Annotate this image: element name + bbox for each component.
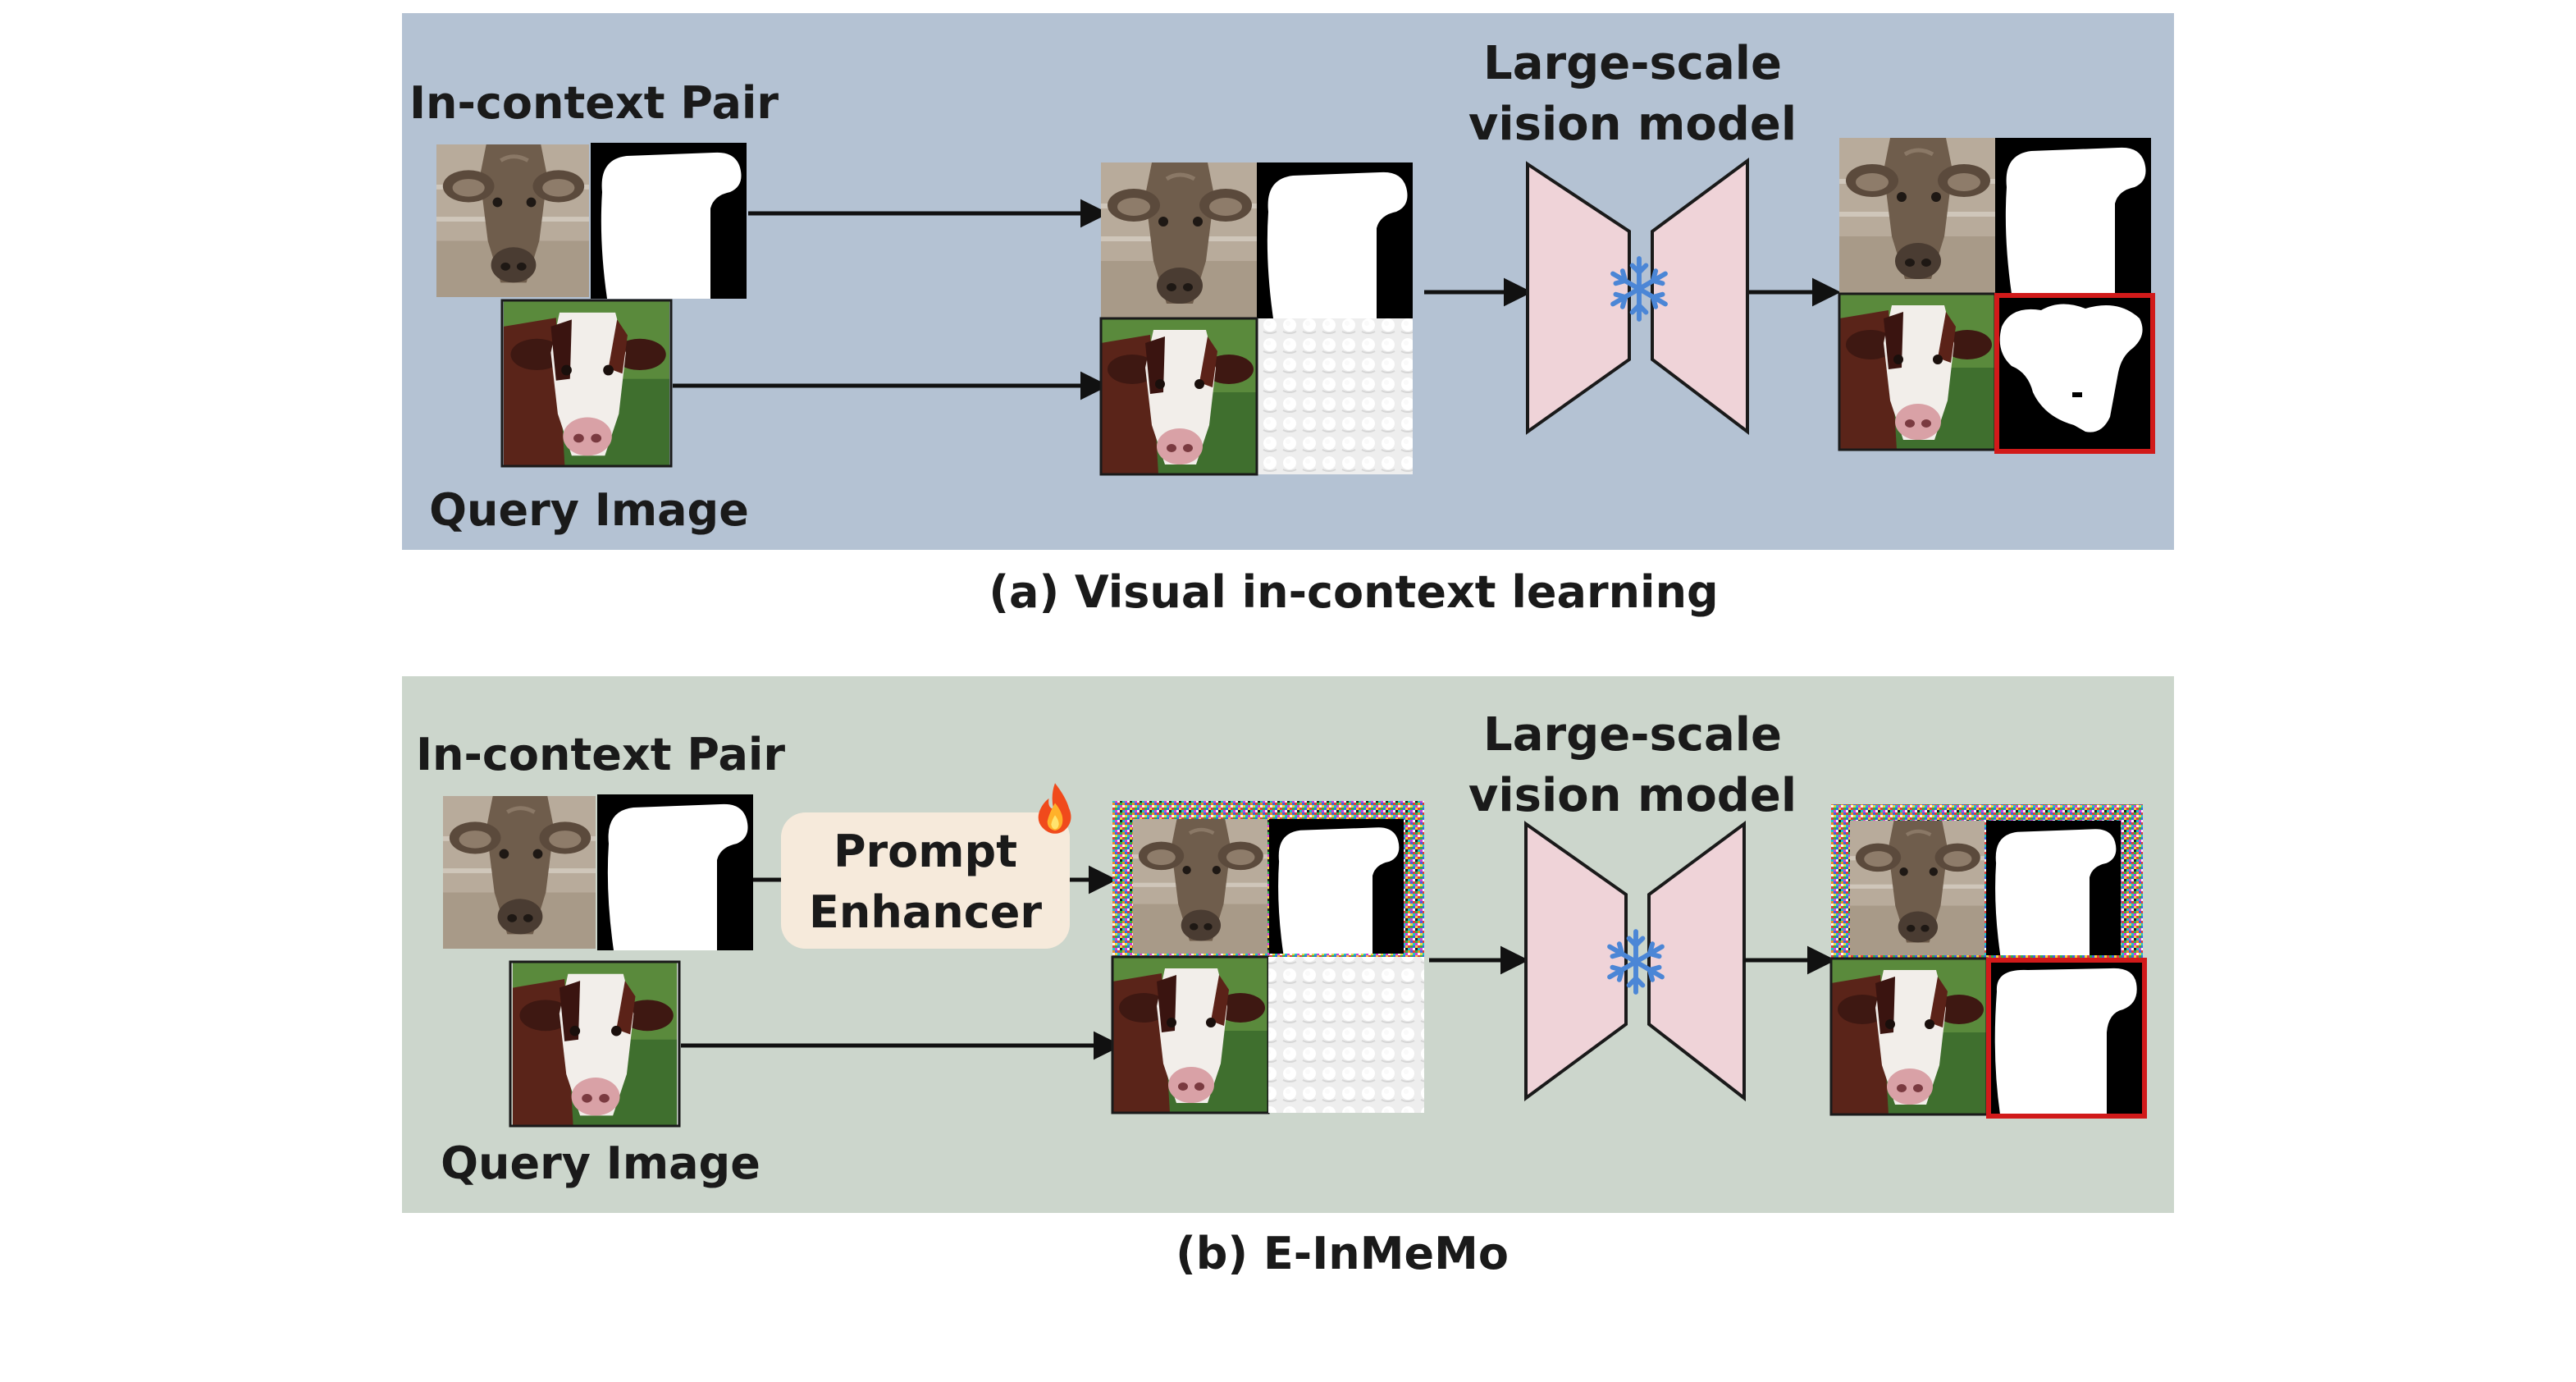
panel-a-grid-query — [1101, 318, 1257, 474]
panel-b-output-cow — [1850, 821, 1985, 955]
panel-a-grid-mask — [1257, 162, 1413, 318]
panel-b-grid-mask — [1269, 819, 1404, 954]
panel-a-in-context-label: In-context Pair — [409, 77, 779, 129]
panel-a-incontext-cow-image — [436, 144, 589, 297]
panel-b-grid-placeholder — [1268, 957, 1424, 1113]
panel-b-query-border — [509, 960, 681, 1128]
panel-a-query-cow-image — [504, 300, 669, 466]
prompt-enhancer-line1: Prompt — [834, 826, 1017, 877]
panel-a-in-context-pair — [436, 143, 747, 299]
panel-b: In-context Pair Prompt Enhancer Query Im… — [402, 676, 2174, 1213]
prompt-enhancer-box — [781, 812, 1070, 949]
panel-b-output-mask — [1986, 821, 2121, 955]
panel-b-query-label: Query Image — [441, 1137, 760, 1189]
panel-b-prediction-highlight — [1986, 958, 2147, 1119]
panel-a-predicted-mask — [1995, 294, 2151, 450]
panel-b-model-label-line1: Large-scale — [1483, 708, 1782, 762]
panel-a-output-mask — [1995, 138, 2151, 294]
prompt-enhancer-line2: Enhancer — [809, 886, 1042, 938]
panel-a-output-query — [1839, 294, 1995, 450]
panel-a-canvas-grid — [1099, 162, 1413, 476]
panel-b-predicted-mask — [1987, 959, 2143, 1114]
panel-b-grid-query — [1112, 957, 1268, 1113]
panel-a-query-border — [500, 299, 673, 468]
panel-b-caption: (b) E-InMeMo — [1176, 1228, 1509, 1279]
panel-a-query-label: Query Image — [429, 484, 749, 536]
panel-b-grid-cow — [1133, 819, 1267, 954]
panel-b-model-label-line2: vision model — [1468, 769, 1797, 822]
panel-b-in-context-pair — [443, 794, 753, 950]
panel-b-canvas-grid — [1111, 801, 1424, 1114]
panel-a-caption: (a) Visual in-context learning — [989, 566, 1718, 618]
panel-a-vision-model — [1526, 158, 1749, 436]
panel-a-grid-placeholder — [1257, 318, 1413, 474]
panel-b-incontext-mask-image — [597, 794, 753, 950]
panel-a-model-label-line1: Large-scale — [1483, 37, 1782, 90]
panel-b-prompt-enhancer: Prompt Enhancer — [781, 783, 1071, 949]
panel-b-output-grid — [1829, 804, 2147, 1119]
panel-a-model-label-line2: vision model — [1468, 98, 1797, 151]
panel-a-output-cow — [1839, 138, 1995, 294]
panel-a-grid-cow — [1101, 162, 1257, 318]
panel-b-query-cow-image — [513, 962, 677, 1126]
panel-b-incontext-cow-image — [443, 796, 596, 949]
panel-a-prediction-highlight — [1994, 293, 2155, 454]
panel-a-incontext-mask-image — [591, 143, 747, 299]
panel-b-output-query — [1831, 959, 1987, 1114]
panel-a-output-grid — [1838, 138, 2155, 454]
panel-a: In-context Pair Query Image Large-scale … — [402, 13, 2174, 550]
panel-b-in-context-label: In-context Pair — [416, 729, 785, 780]
panel-b-vision-model — [1524, 821, 1746, 1102]
